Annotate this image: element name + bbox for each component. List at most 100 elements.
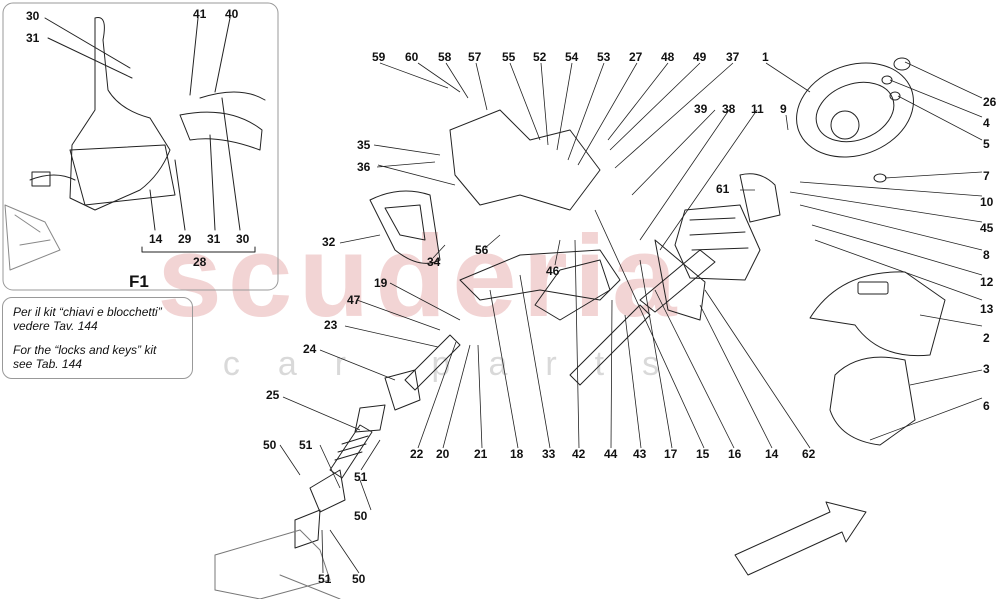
callout: 52 [533, 50, 547, 64]
callout: 5 [983, 137, 990, 151]
watermark-brand: scuderia [157, 211, 683, 341]
callouts-bottom: 22 20 21 18 33 42 44 43 17 15 16 14 62 [410, 447, 816, 461]
callout: 49 [693, 50, 707, 64]
callout: 37 [726, 50, 740, 64]
inset-label-40: 40 [225, 7, 239, 21]
callout: 58 [438, 50, 452, 64]
callout: 35 [357, 138, 371, 152]
callout: 19 [374, 276, 388, 290]
callout: 42 [572, 447, 586, 461]
callout: 50 [263, 438, 277, 452]
callout: 21 [474, 447, 488, 461]
callout: 53 [597, 50, 611, 64]
callout: 9 [780, 102, 787, 116]
callout: 43 [633, 447, 647, 461]
callout: 16 [728, 447, 742, 461]
kit-reference-note: Per il kit “chiavi e blocchetti” vedere … [2, 297, 193, 379]
note-en-line2: see Tab. 144 [13, 357, 82, 371]
callout: 32 [322, 235, 336, 249]
callout: 25 [266, 388, 280, 402]
callout: 12 [980, 275, 994, 289]
callout: 2 [983, 331, 990, 345]
note-en-line1: For the “locks and keys” kit [13, 343, 157, 357]
note-it-line2: vedere Tav. 144 [13, 319, 98, 333]
callout: 13 [980, 302, 994, 316]
callout: 45 [980, 221, 994, 235]
callout: 8 [983, 248, 990, 262]
callout: 15 [696, 447, 710, 461]
callout: 26 [983, 95, 997, 109]
inset-label-30b: 30 [236, 232, 250, 246]
callouts-right: 26 4 5 7 10 45 8 12 13 2 3 6 [980, 95, 997, 413]
inset-label-14: 14 [149, 232, 163, 246]
inset-frame [2, 2, 279, 291]
column-tube [639, 249, 716, 313]
callout: 10 [980, 195, 994, 209]
callout: 47 [347, 293, 361, 307]
inset-labels: 30 31 41 40 14 29 31 30 28 F1 [26, 7, 250, 291]
callout: 60 [405, 50, 419, 64]
bracket-24 [384, 369, 421, 411]
callout: 34 [427, 255, 441, 269]
callout: 51 [299, 438, 313, 452]
callout: 18 [510, 447, 524, 461]
inset-label-31: 31 [26, 31, 40, 45]
inset-label-29: 29 [178, 232, 192, 246]
callout: 27 [629, 50, 643, 64]
universal-joint [354, 404, 386, 433]
callout: 56 [475, 243, 489, 257]
inset-label-41: 41 [193, 7, 207, 21]
inset-cable [29, 174, 76, 181]
callout: 54 [565, 50, 579, 64]
column-shroud-upper [809, 271, 946, 357]
inset-caption: F1 [129, 272, 149, 291]
callout: 48 [661, 50, 675, 64]
callout: 46 [546, 264, 560, 278]
callout: 24 [303, 342, 317, 356]
mount-bracket [369, 190, 441, 264]
callout: 33 [542, 447, 556, 461]
callout: 3 [983, 362, 990, 376]
callout: 57 [468, 50, 482, 64]
callout: 59 [372, 50, 386, 64]
steering-wheel [796, 62, 914, 158]
callout: 50 [354, 509, 368, 523]
note-it-line1: Per il kit “chiavi e blocchetti” [13, 305, 162, 319]
bellows [329, 424, 373, 479]
callout: 38 [722, 102, 736, 116]
callout: 50 [352, 572, 366, 586]
group-bracket [141, 246, 256, 253]
callout: 11 [751, 102, 764, 116]
callouts-middle: 39 38 11 9 61 35 36 32 34 56 46 19 47 23… [263, 102, 787, 586]
callout: 1 [762, 50, 769, 64]
combination-switch [674, 204, 761, 281]
callout: 22 [410, 447, 424, 461]
callout: 39 [694, 102, 708, 116]
callout: 6 [983, 399, 990, 413]
callout: 23 [324, 318, 338, 332]
inset-group-label: 28 [193, 255, 207, 269]
inset-shaft [4, 204, 61, 271]
callouts-top: 59 60 58 57 55 52 54 53 27 48 49 37 1 [372, 50, 769, 64]
callout: 14 [765, 447, 779, 461]
callout: 55 [502, 50, 516, 64]
callout: 62 [802, 447, 816, 461]
callout: 7 [983, 169, 990, 183]
column-shroud-lower [829, 356, 916, 446]
pedal-bracket [69, 144, 176, 206]
pedal-shape [69, 16, 171, 211]
callout: 36 [357, 160, 371, 174]
upper-bracket [449, 109, 601, 211]
callout: 51 [318, 572, 332, 586]
callout: 51 [354, 470, 368, 484]
direction-arrow [734, 501, 867, 576]
inset-label-31b: 31 [207, 232, 221, 246]
callout: 4 [983, 116, 990, 130]
callout: 44 [604, 447, 618, 461]
steering-rack [214, 529, 331, 599]
inset-label-30: 30 [26, 9, 40, 23]
callout: 17 [664, 447, 678, 461]
pedal-lever [179, 111, 263, 151]
callout: 20 [436, 447, 450, 461]
